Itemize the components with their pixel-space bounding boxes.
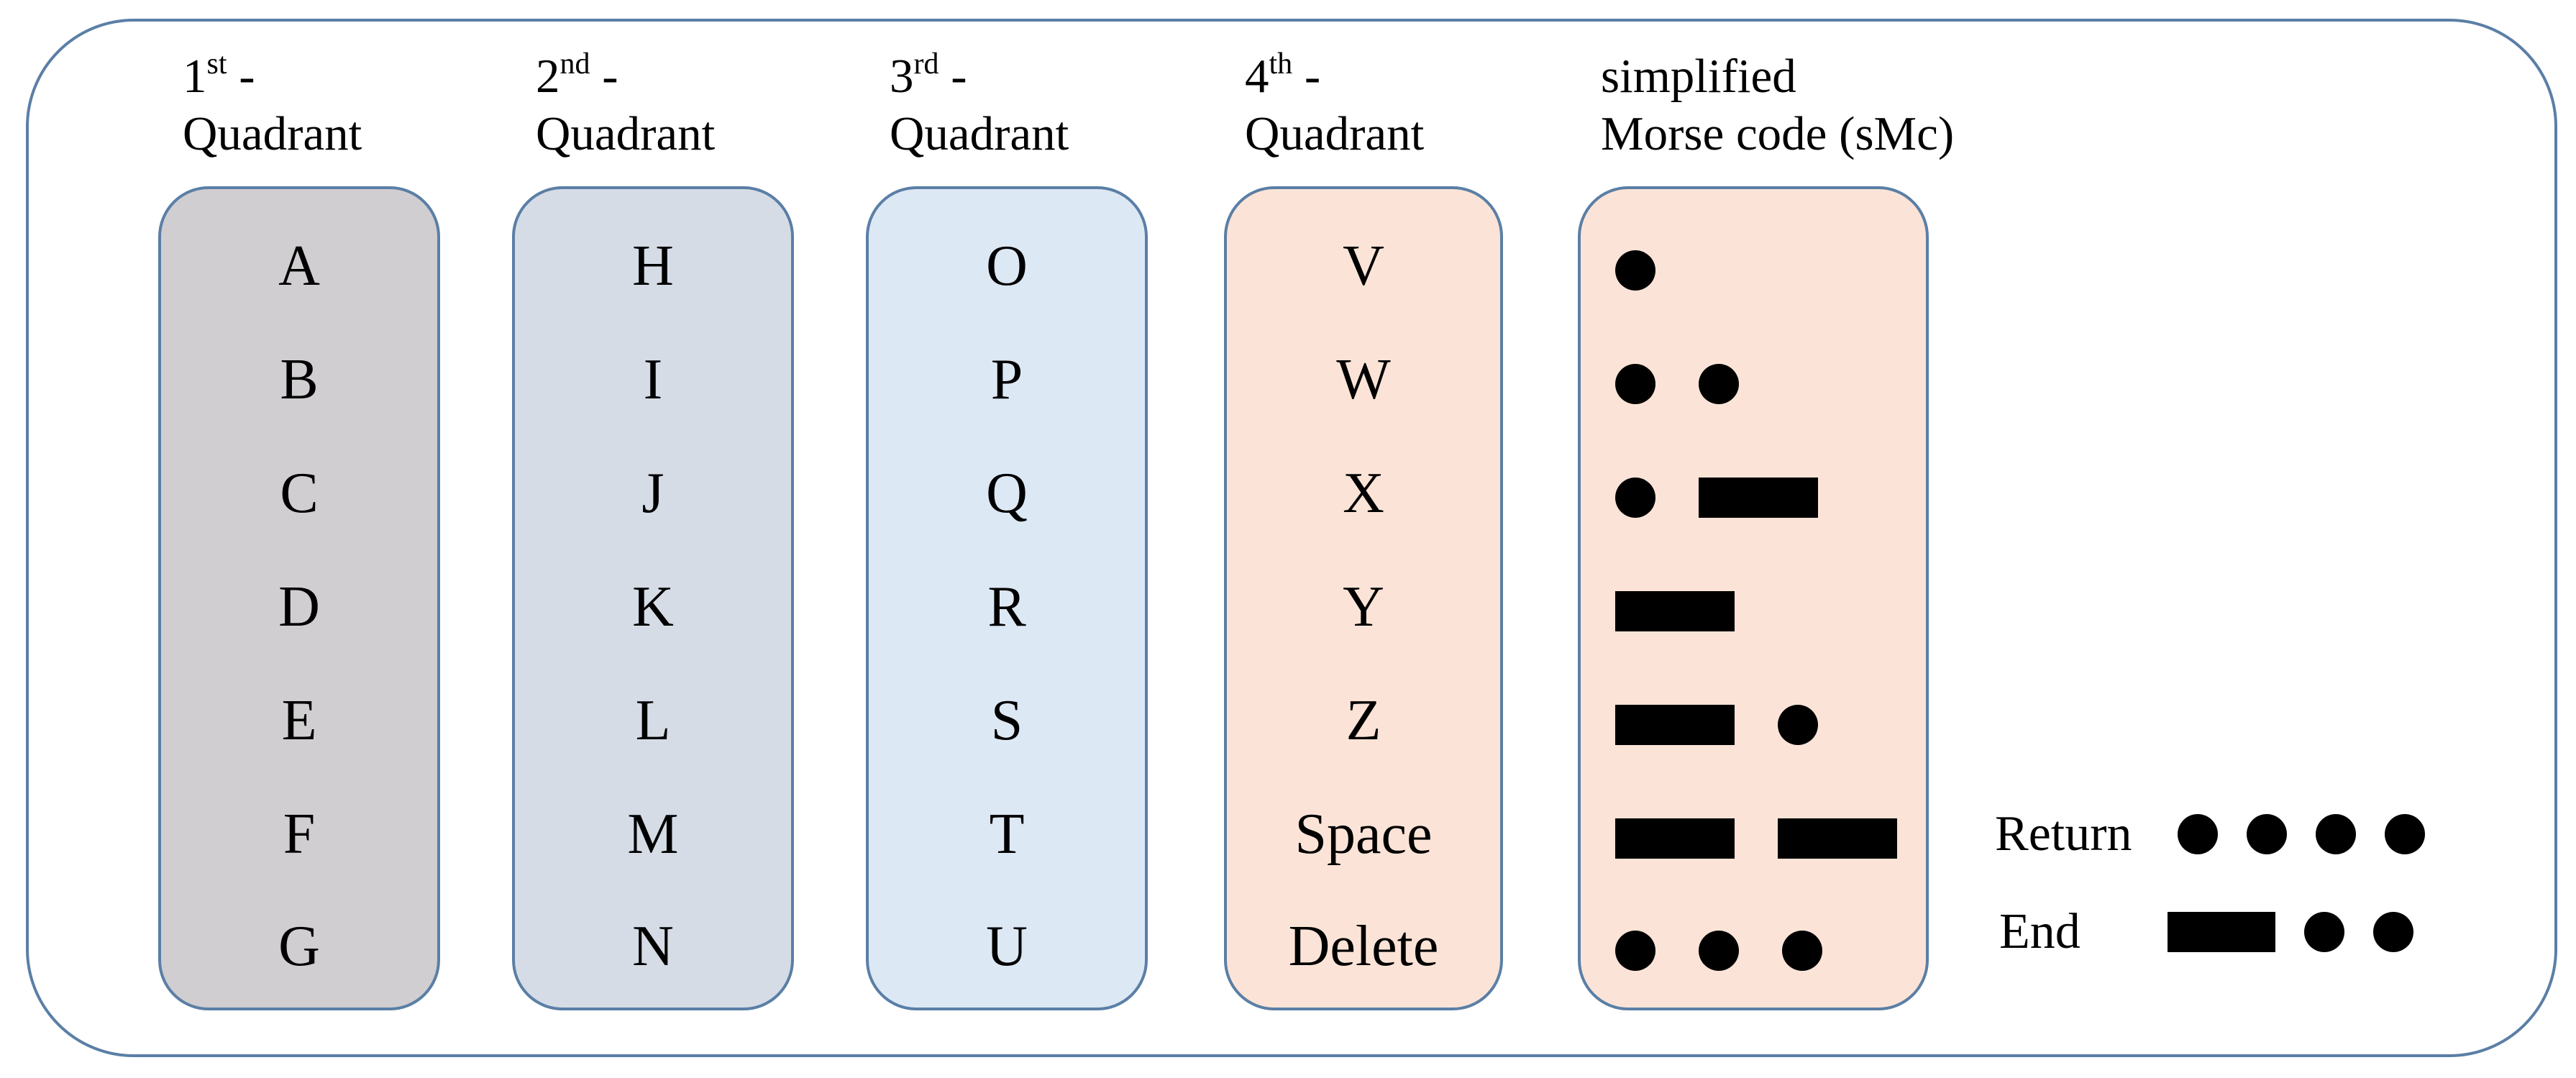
- extra-label-end: End: [1999, 904, 2081, 959]
- letter-f: F: [283, 803, 316, 866]
- letter-c: C: [280, 462, 319, 525]
- extra-dot: [2247, 814, 2287, 854]
- header-quadrant-4: 4th - Quadrant: [1245, 47, 1425, 160]
- letter-m: M: [627, 803, 679, 866]
- smc-dash: [1615, 591, 1735, 631]
- letter-h: H: [632, 234, 674, 298]
- letter-g: G: [278, 915, 320, 978]
- smc-column: [1578, 186, 1929, 1010]
- letter-t: T: [989, 803, 1025, 866]
- smc-dash: [1615, 818, 1735, 859]
- header-smc: simplified Morse code (sMc): [1601, 50, 1955, 160]
- letter-s: S: [990, 689, 1023, 752]
- smc-dot: [1615, 250, 1655, 291]
- letter-x: X: [1343, 462, 1384, 525]
- extra-label-return: Return: [1995, 806, 2132, 862]
- smc-dot: [1699, 364, 1739, 404]
- extra-dot: [2373, 912, 2413, 952]
- letter-l: L: [635, 689, 671, 752]
- letter-i: I: [643, 348, 663, 411]
- letter-b: B: [280, 348, 319, 411]
- letter-k: K: [632, 575, 674, 639]
- letter-o: O: [986, 234, 1028, 298]
- header-quadrant-2: 2nd - Quadrant: [536, 47, 716, 160]
- extra-dot: [2304, 912, 2344, 952]
- smc-dot: [1615, 931, 1655, 971]
- smc-dot: [1615, 478, 1655, 518]
- letter-w: W: [1336, 348, 1391, 411]
- letter-u: U: [986, 915, 1028, 978]
- header-quadrant-3: 3rd - Quadrant: [890, 47, 1069, 160]
- smc-dot: [1615, 364, 1655, 404]
- letter-r: R: [987, 575, 1026, 639]
- letter-delete: Delete: [1288, 915, 1439, 978]
- smc-dot: [1699, 931, 1739, 971]
- extra-dot: [2385, 814, 2425, 854]
- letter-z: Z: [1346, 689, 1381, 752]
- extra-dash: [2168, 912, 2275, 952]
- header-quadrant-1: 1st - Quadrant: [183, 47, 362, 160]
- smc-dash: [1615, 705, 1735, 745]
- smc-dot: [1782, 931, 1822, 971]
- letter-y: Y: [1343, 575, 1384, 639]
- extra-dot: [2316, 814, 2356, 854]
- letter-e: E: [281, 689, 317, 752]
- letter-n: N: [632, 915, 674, 978]
- letter-d: D: [278, 575, 320, 639]
- letter-space: Space: [1294, 803, 1433, 866]
- letter-v: V: [1343, 234, 1384, 298]
- extra-dot: [2178, 814, 2218, 854]
- smc-dash: [1699, 478, 1818, 518]
- letter-q: Q: [986, 462, 1028, 525]
- letter-j: J: [641, 462, 664, 525]
- smc-dot: [1778, 705, 1818, 745]
- letter-a: A: [278, 234, 320, 298]
- letter-p: P: [990, 348, 1023, 411]
- smc-dash: [1778, 818, 1897, 859]
